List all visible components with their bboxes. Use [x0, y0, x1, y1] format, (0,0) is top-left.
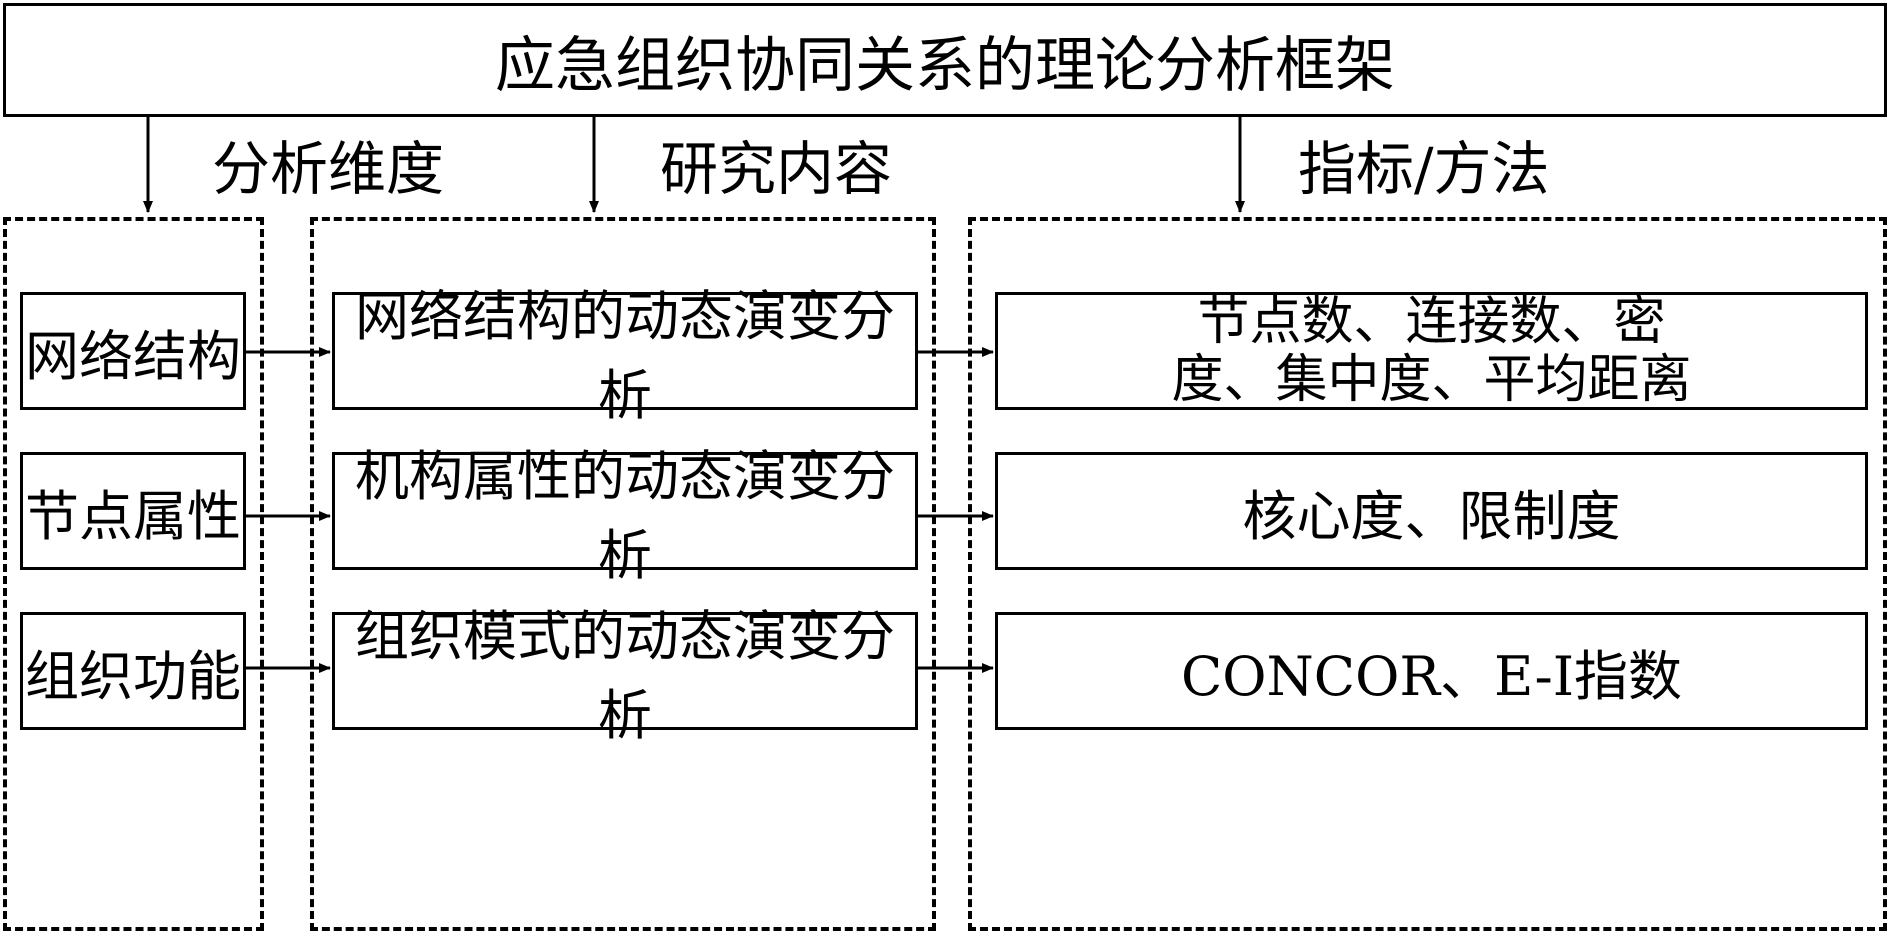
metric-label: CONCOR、E-I指数 [1180, 644, 1683, 708]
metric-box-node-attribute: 核心度、限制度 [995, 452, 1868, 570]
dimension-label: 组织功能 [25, 644, 241, 708]
framework-title-box: 应急组织协同关系的理论分析框架 [3, 3, 1887, 117]
metric-label-line-1: 节点数、连接数、密 [1197, 291, 1666, 352]
content-group [310, 217, 936, 931]
metric-label-line-2: 度、集中度、平均距离 [1171, 350, 1692, 410]
content-box-network-structure: 网络结构的动态演变分析 [332, 285, 918, 427]
column-header-metric: 指标/方法 [1298, 135, 1550, 203]
content-box-organizational-function: 组织模式的动态演变分析 [332, 605, 918, 747]
dimension-box-node-attribute: 节点属性 [20, 452, 246, 570]
dimension-group [3, 217, 264, 931]
framework-title: 应急组织协同关系的理论分析框架 [495, 30, 1395, 101]
column-header-content: 研究内容 [660, 135, 893, 203]
dimension-label: 节点属性 [25, 484, 241, 548]
dimension-box-organizational-function: 组织功能 [20, 612, 246, 730]
dimension-box-network-structure: 网络结构 [20, 292, 246, 410]
metric-label: 核心度、限制度 [1242, 484, 1621, 548]
metric-box-organizational-function: CONCOR、E-I指数 [995, 612, 1868, 730]
content-label: 组织模式的动态演变分析 [355, 605, 895, 747]
metric-box-network-structure: 节点数、连接数、密 度、集中度、平均距离 [995, 292, 1868, 410]
column-header-dimension: 分析维度 [212, 135, 445, 203]
dimension-label: 网络结构 [25, 324, 241, 388]
metric-group [968, 217, 1887, 931]
content-label: 机构属性的动态演变分析 [355, 445, 895, 587]
content-label: 网络结构的动态演变分析 [355, 285, 895, 427]
content-box-node-attribute: 机构属性的动态演变分析 [332, 445, 918, 587]
